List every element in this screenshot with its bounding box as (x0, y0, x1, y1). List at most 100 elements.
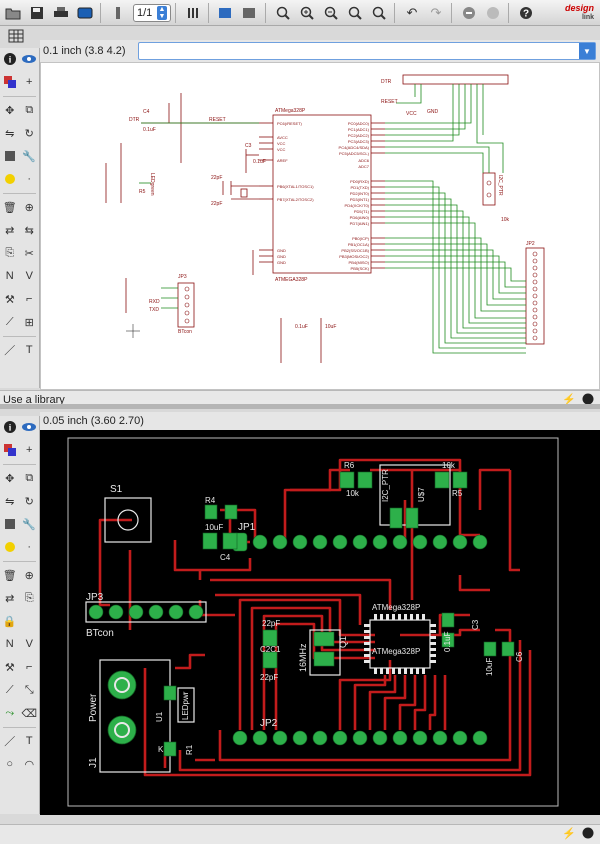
delete-icon[interactable]: 🗑 (2, 201, 17, 214)
name-icon[interactable]: N (5, 270, 14, 282)
add-icon[interactable]: ⊕ (24, 201, 34, 214)
chevron-down-icon[interactable]: ▼ (579, 43, 595, 59)
mirror-icon[interactable]: ⇋ (5, 127, 15, 140)
lock-icon[interactable]: 🔒 (2, 615, 17, 628)
redo-icon[interactable]: ↷ (430, 4, 442, 20)
page-spinner-icon[interactable]: ▲▼ (157, 5, 167, 20)
miter-icon[interactable]: ⌐ (26, 661, 33, 673)
brand-bottom: link (581, 14, 594, 21)
save-icon[interactable] (26, 2, 48, 24)
i2c-label: I2C_PTR (381, 469, 390, 502)
wrench-icon[interactable]: 🔧 (22, 518, 37, 531)
dot-icon[interactable]: · (27, 173, 32, 185)
rotate-icon[interactable]: ↻ (24, 495, 34, 508)
route-icon[interactable]: ⤳ (5, 706, 15, 719)
stop-status-icon[interactable] (582, 393, 594, 408)
group-icon[interactable] (0, 145, 20, 167)
wire-icon[interactable]: ／ (4, 736, 16, 748)
cam-icon[interactable] (74, 2, 96, 24)
text-icon[interactable]: T (25, 735, 33, 747)
eye-icon[interactable] (20, 48, 40, 70)
name-icon[interactable]: N (5, 638, 14, 650)
zoom-select-icon[interactable] (368, 2, 390, 24)
delete-icon[interactable]: 🗑 (2, 569, 17, 582)
mcu-pin-label: PC6(/RESET) (277, 121, 303, 126)
paint-icon[interactable] (0, 168, 20, 190)
wire-icon[interactable]: ／ (4, 345, 16, 357)
lightning-icon[interactable]: ⚡ (562, 828, 576, 840)
go-icon[interactable] (482, 2, 504, 24)
pinswap-icon[interactable]: ⇄ (5, 224, 15, 237)
schematic-canvas[interactable]: ATMega328P ATMEGA328P PC6(/RESET) AREF A… (40, 62, 600, 390)
mcu-pin-label: GND (277, 260, 286, 265)
circle-icon[interactable]: ○ (6, 758, 14, 770)
gateswap-icon[interactable]: ⇆ (24, 224, 34, 237)
pinswap-icon[interactable]: ⇄ (5, 592, 15, 605)
print-icon[interactable] (50, 2, 72, 24)
mirror-icon[interactable]: ⇋ (5, 495, 15, 508)
replace-icon[interactable]: ⎘ (5, 246, 15, 259)
zoom-out-icon[interactable] (320, 2, 342, 24)
zoom-in-icon[interactable] (296, 2, 318, 24)
mark-icon[interactable]: + (26, 444, 33, 456)
page-value: 1/1 (137, 6, 153, 19)
add-icon[interactable]: ⊕ (24, 569, 34, 582)
info-icon[interactable]: i (0, 48, 20, 70)
move-icon[interactable]: ✥ (5, 104, 15, 117)
script-icon[interactable] (107, 2, 129, 24)
copy-icon[interactable]: ⧉ (25, 103, 34, 116)
window-divider[interactable] (0, 404, 600, 409)
invoke-icon[interactable]: ⊞ (24, 316, 34, 329)
lightning-icon[interactable]: ⚡ (562, 394, 576, 406)
display-icon[interactable] (0, 439, 20, 461)
grid-icon[interactable] (8, 29, 24, 43)
open-icon[interactable] (2, 2, 24, 24)
board-view-icon[interactable] (215, 2, 237, 24)
optimize-icon[interactable]: ⤡ (24, 683, 34, 696)
c3-label: C3 (245, 143, 252, 149)
smash-icon[interactable]: ⚒ (4, 661, 15, 674)
wrench-icon[interactable]: 🔧 (22, 150, 37, 163)
paint-icon[interactable] (0, 536, 20, 558)
replace-icon[interactable]: ⎘ (24, 591, 34, 604)
miter-icon[interactable]: ⌐ (26, 293, 33, 305)
board-canvas[interactable]: S1 R4 10uF C4 JP1 JP3 BTcon Power J1 U1 … (40, 430, 600, 815)
s1-label: S1 (110, 484, 123, 495)
rotate-icon[interactable]: ↻ (24, 127, 34, 140)
info-icon[interactable]: i (0, 416, 20, 438)
move-icon[interactable]: ✥ (5, 472, 15, 485)
split-wire-icon[interactable]: ⟋ (5, 315, 14, 328)
eye-icon[interactable] (20, 416, 40, 438)
help-icon[interactable]: ? (515, 2, 537, 24)
redraw-icon[interactable] (344, 2, 366, 24)
split-icon[interactable]: ✂ (24, 247, 34, 260)
schematic-command-input[interactable]: ▼ (138, 42, 596, 60)
c5-value: 0.1uF (295, 324, 308, 330)
split-icon[interactable]: ⟋ (5, 683, 14, 696)
display-icon[interactable] (0, 71, 20, 93)
stop-icon[interactable] (458, 2, 480, 24)
smash-icon[interactable]: ⚒ (4, 293, 15, 306)
value-icon[interactable]: V (25, 270, 33, 282)
zoom-fit-icon[interactable] (272, 2, 294, 24)
mcu-name-label: ATMega328P (275, 108, 306, 114)
dot-icon[interactable]: · (27, 541, 32, 553)
group-icon[interactable] (0, 513, 20, 535)
c6-value: 10uF (485, 658, 494, 676)
mark-icon[interactable]: + (26, 76, 33, 88)
copy-icon[interactable]: ⧉ (25, 471, 34, 484)
arc-icon[interactable]: ◠ (24, 758, 35, 771)
text-icon[interactable]: T (25, 344, 33, 356)
undo-icon[interactable]: ↶ (406, 4, 418, 20)
window-menu-icon[interactable] (239, 2, 261, 24)
layers-icon[interactable] (182, 2, 204, 24)
mcu-label: ATMega328P (372, 603, 420, 612)
value-icon[interactable]: V (25, 638, 33, 650)
ripup-icon[interactable]: ⌫ (21, 707, 38, 720)
page-selector[interactable]: 1/1 ▲▼ (133, 3, 171, 22)
stop-status-icon[interactable] (582, 827, 594, 842)
mcu-pin-label: PB1(OC1A) (348, 242, 370, 247)
designlink-logo[interactable]: design link (565, 4, 594, 22)
k-label: K (158, 745, 164, 754)
